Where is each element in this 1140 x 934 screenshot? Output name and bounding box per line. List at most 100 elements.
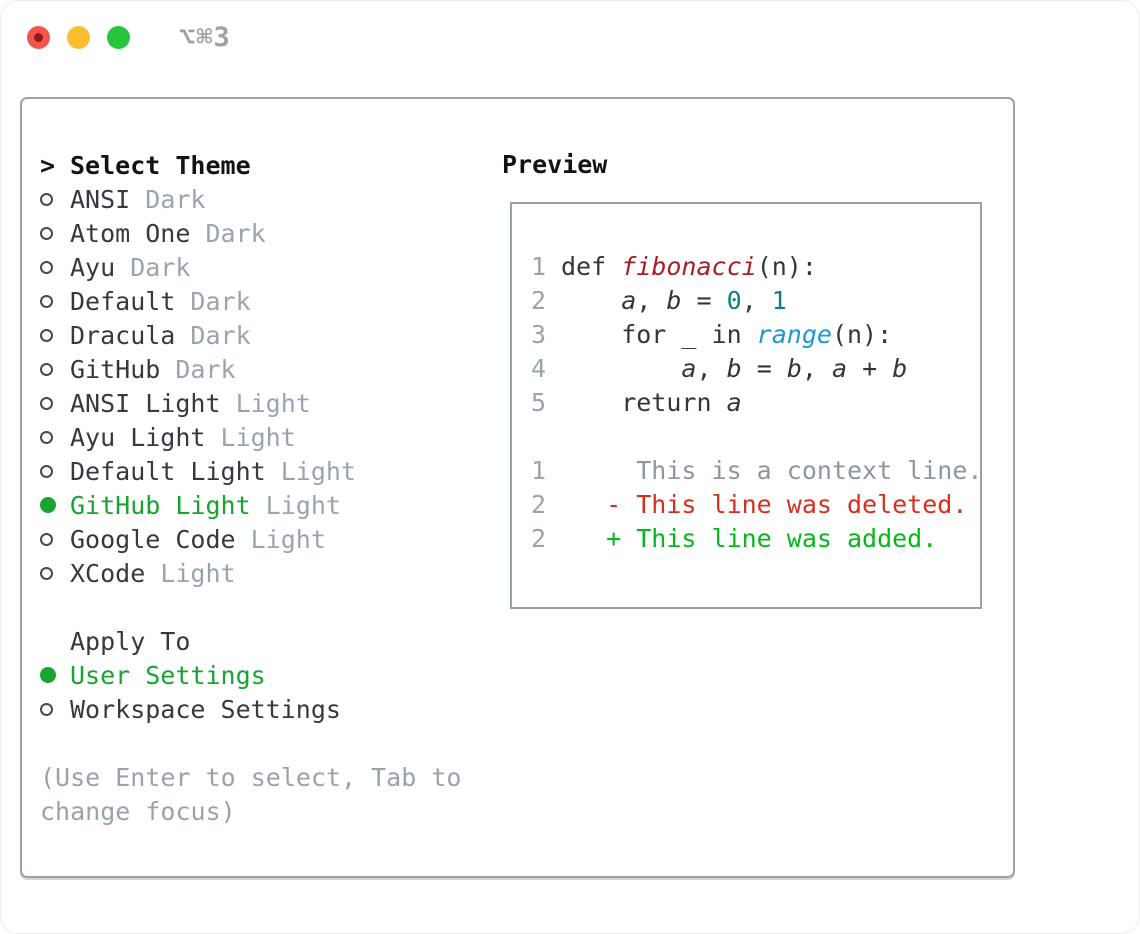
theme-option[interactable]: ANSI Dark [40,182,461,216]
code-token: b [666,286,682,315]
theme-variant-label: Light [145,558,236,588]
radio-unselected-icon [40,430,53,444]
maximize-button[interactable] [107,26,130,49]
code-token: , [741,286,772,315]
line-number: 2 [531,490,547,519]
radio-marker [40,226,70,240]
theme-option[interactable]: Default Dark [40,284,461,318]
radio-marker [40,497,70,513]
spacer-row [40,590,461,624]
apply-option[interactable]: User Settings [40,658,461,692]
option-label: GitHub [70,354,161,384]
code-token: a [621,286,637,315]
close-button[interactable] [27,26,50,49]
radio-marker [40,702,70,716]
radio-unselected-icon [40,464,53,478]
apply-to-title: Apply To [70,626,191,656]
line-number [531,420,546,454]
radio-marker [40,566,70,580]
code-line: 4 a, b = b, a + b [531,352,980,386]
theme-option[interactable]: Dracula Dark [40,318,461,352]
option-label: Atom One [70,218,191,248]
radio-marker [40,192,70,206]
tab-shortcut-label: ⌥⌘3 [179,22,231,53]
code-token: a [681,354,697,383]
code-line: 2 a, b = 0, 1 [531,284,980,318]
theme-variant-label: Dark [190,218,266,248]
code-token: a [831,354,848,383]
option-label: Workspace Settings [70,694,341,724]
hint-line: change focus) [40,796,236,826]
theme-option[interactable]: Google Code Light [40,522,461,556]
line-number: 5 [531,388,547,417]
theme-variant-label: Light [250,490,341,520]
radio-unselected-icon [40,260,53,274]
minimize-button[interactable] [67,26,90,49]
radio-unselected-icon [40,702,53,716]
code-token: def [561,252,622,281]
code-token: (n): [831,320,893,349]
code-token: , [696,354,727,383]
code-line: 2 + This line was added. [531,522,980,556]
theme-option[interactable]: Default Light Light [40,454,461,488]
code-token: = [681,286,727,315]
preview-title: Preview [502,150,608,179]
code-line: 5 return a [531,386,980,420]
radio-marker [40,260,70,274]
theme-option[interactable]: Atom One Dark [40,216,461,250]
prompt-icon: > [40,150,56,180]
theme-variant-label: Light [265,456,356,486]
theme-variant-label: Light [205,422,296,452]
option-label: ANSI Light [70,388,221,418]
line-number: 4 [531,354,547,383]
code-token: b [892,354,908,383]
radio-marker [40,464,70,478]
theme-option[interactable]: XCode Light [40,556,461,590]
option-label: Default [70,286,176,316]
code-token: + [847,354,893,383]
theme-option[interactable]: Ayu Dark [40,250,461,284]
radio-marker [40,328,70,342]
code-token: b [786,354,802,383]
code-token: a [726,388,742,417]
option-label: User Settings [70,660,266,690]
code-line: 3 for _ in range(n): [531,318,980,352]
titlebar: ⌥⌘3 [0,0,1140,75]
theme-variant-label: Dark [130,184,206,214]
code-token: range [756,320,832,349]
code-line: 1 This is a context line. [531,454,982,488]
radio-marker [40,294,70,308]
option-label: Dracula [70,320,176,350]
apply-option[interactable]: Workspace Settings [40,692,461,726]
theme-option[interactable]: GitHub Light Light [40,488,461,522]
radio-unselected-icon [40,226,53,240]
code-token [561,284,621,318]
radio-marker [40,396,70,410]
code-token: , [636,286,667,315]
line-number: 3 [531,320,547,349]
spacer-row [40,726,461,760]
code-token: 1 [771,286,787,315]
theme-option[interactable]: GitHub Dark [40,352,461,386]
code-line: 2 - This line was deleted. [531,488,980,522]
code-token: fibonacci [621,252,757,281]
line-number: 2 [531,524,547,553]
radio-unselected-icon [40,532,53,546]
theme-option[interactable]: ANSI Light Light [40,386,461,420]
radio-unselected-icon [40,396,53,410]
code-token: = [741,354,787,383]
option-label: XCode [70,558,146,588]
radio-marker [40,362,70,376]
code-token: 0 [726,286,742,315]
option-label: Ayu [70,252,116,282]
select-theme-header: > Select Theme [40,148,461,182]
code-token: , [801,354,832,383]
code-token: (n): [756,252,817,281]
theme-option[interactable]: Ayu Light Light [40,420,461,454]
